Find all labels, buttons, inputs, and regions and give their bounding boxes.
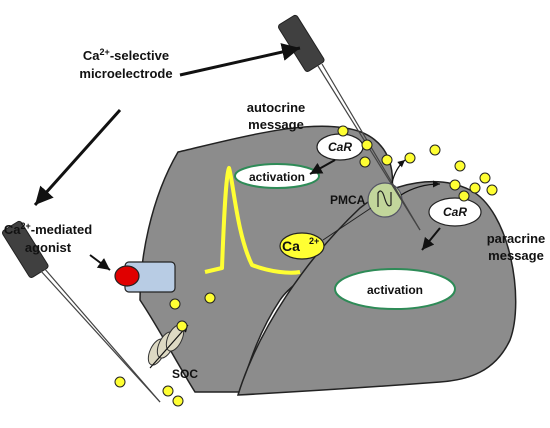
car-receptor-right — [428, 197, 482, 227]
calcium-dot — [454, 160, 466, 172]
calcium-dot — [429, 144, 441, 156]
arrow-soc-in — [149, 324, 189, 369]
calcium-dot — [486, 184, 498, 196]
calcium-dot — [458, 190, 470, 202]
ca-ion-sup: 2+ — [309, 236, 319, 246]
calcium-dot — [479, 172, 491, 184]
calcium-dots — [114, 125, 498, 407]
arrow-paracrine — [421, 227, 441, 251]
calcium-dot — [172, 395, 184, 407]
calcium-dot — [114, 376, 126, 388]
calcium-dot — [204, 292, 216, 304]
calcium-dot — [469, 182, 481, 194]
arrow-pmca-out-2 — [400, 180, 441, 196]
activation-left-label: activation — [249, 170, 305, 184]
ca-ion-label: Ca — [282, 238, 300, 254]
calcium-dot — [162, 385, 174, 397]
calcium-dot — [337, 125, 349, 137]
ca-ion — [279, 232, 325, 260]
soc-channel — [147, 324, 185, 366]
agonist-ligand — [114, 265, 140, 287]
calcium-dot — [361, 139, 373, 151]
agonist-label-2: agonist — [25, 240, 72, 255]
calcium-trace — [204, 166, 301, 275]
activation-left — [234, 163, 320, 189]
autocrine-label: autocrine — [247, 100, 306, 115]
car-right-label: CaR — [443, 205, 467, 219]
calcium-dot — [359, 156, 371, 168]
microelectrode-label: Ca2+-selective — [83, 47, 169, 63]
car-left-label: CaR — [328, 140, 352, 154]
arrow-to-left-electrode — [33, 108, 122, 207]
soc-label: SOC — [172, 367, 198, 381]
arrow-to-top-electrode — [179, 43, 301, 77]
calcium-dot — [176, 320, 188, 332]
microelectrode-left — [1, 220, 161, 403]
activation-right-label: activation — [367, 283, 423, 297]
calcium-dot — [404, 152, 416, 164]
paracrine-label: paracrine — [487, 231, 546, 246]
microelectrode-label-2: microelectrode — [79, 66, 172, 81]
autocrine-label-2: message — [248, 117, 304, 132]
activation-right — [334, 268, 456, 310]
arrow-to-agonist — [89, 254, 111, 271]
calcium-dot — [169, 298, 181, 310]
calcium-dot — [381, 154, 393, 166]
agonist-label: Ca2+-mediated — [4, 221, 92, 237]
calcium-dot — [449, 179, 461, 191]
pmca-label: PMCA — [330, 193, 366, 207]
arrow-autocrine — [309, 159, 336, 175]
arrow-pmca-out-1 — [391, 159, 406, 184]
pmca-symbol-icon — [377, 190, 392, 207]
paracrine-label-2: message — [488, 248, 544, 263]
